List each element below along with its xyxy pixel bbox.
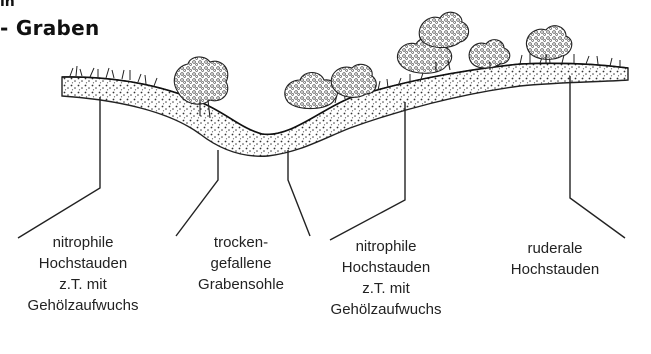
leader-line-1	[18, 97, 100, 238]
shrub-right-4	[526, 26, 571, 60]
shrub-mid-2	[331, 64, 376, 97]
shrub-mid-1	[285, 73, 338, 109]
leader-line-2a	[176, 150, 218, 236]
label-nitrophile-right: nitrophile Hochstauden z.T. mit Gehölzau…	[306, 236, 466, 320]
shrub-right-3	[469, 40, 510, 68]
leader-line-2b	[288, 150, 310, 236]
label-dry-ditch-bed: trocken- gefallene Grabensohle	[176, 232, 306, 295]
leader-line-4	[570, 76, 625, 238]
shrub-left-bank	[174, 57, 227, 104]
label-ruderal: ruderale Hochstauden	[490, 238, 620, 280]
label-nitrophile-left: nitrophile Hochstauden z.T. mit Gehölzau…	[8, 232, 158, 316]
shrub-right-2	[419, 12, 468, 47]
